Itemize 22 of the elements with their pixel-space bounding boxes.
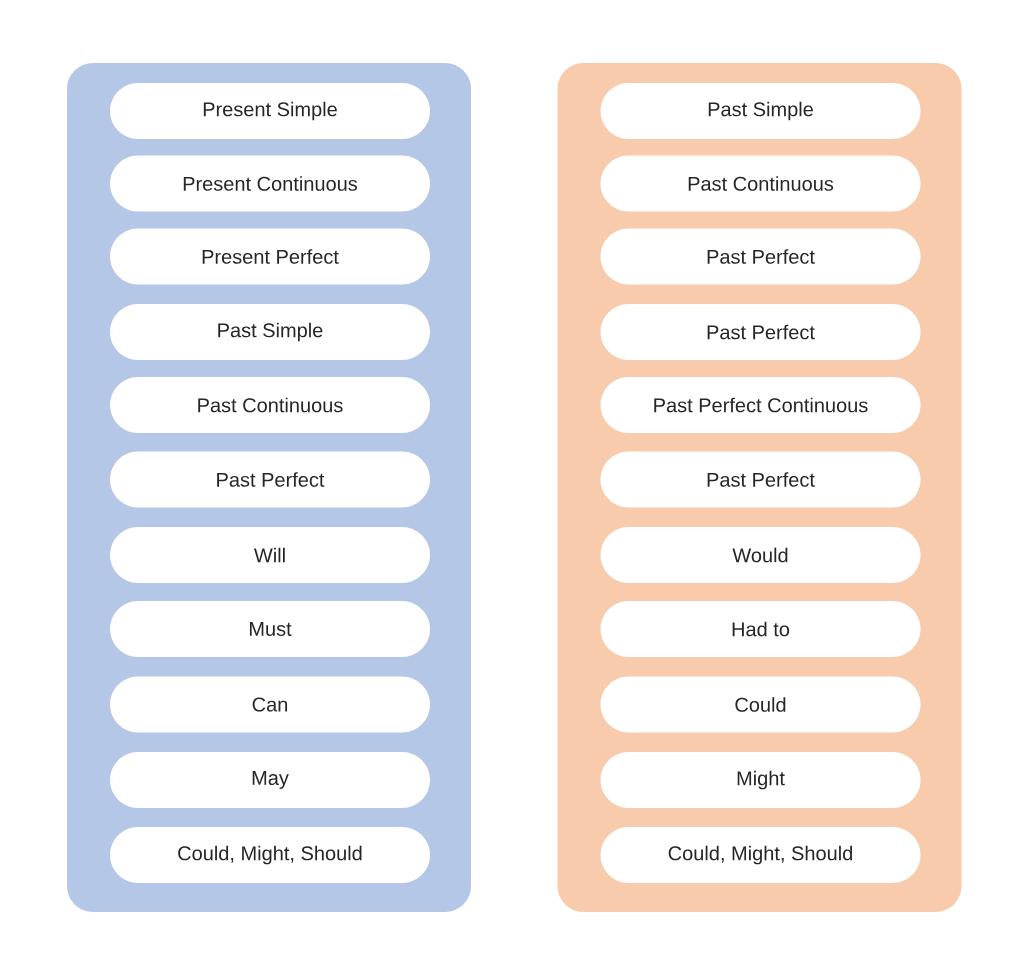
pill-box: Past Perfect: [110, 451, 430, 508]
pill-box: Past Simple: [110, 304, 430, 360]
pill-box: Present Perfect: [110, 228, 430, 285]
pill-box: Would: [600, 527, 921, 583]
pill-box: Present Simple: [110, 83, 430, 139]
pill-box: Might: [600, 752, 921, 808]
pill-box: Past Perfect: [600, 451, 921, 508]
pill-box: Past Perfect: [600, 304, 921, 360]
pill-box: Past Perfect: [600, 228, 921, 285]
pill-box: Can: [110, 676, 430, 733]
pill-box: Past Simple: [600, 83, 921, 139]
pill-box: Could, Might, Should: [110, 827, 430, 883]
pill-box: Past Continuous: [600, 155, 921, 212]
pill-box: Could, Might, Should: [600, 827, 921, 883]
pill-box: Will: [110, 527, 430, 583]
pill-box: Past Perfect Continuous: [600, 377, 921, 433]
pill-box: Could: [600, 676, 921, 733]
pill-box: Must: [110, 601, 430, 657]
pill-box: Past Continuous: [110, 377, 430, 433]
pill-box: Had to: [600, 601, 921, 657]
pill-box: May: [110, 752, 430, 808]
pill-box: Present Continuous: [110, 155, 430, 212]
